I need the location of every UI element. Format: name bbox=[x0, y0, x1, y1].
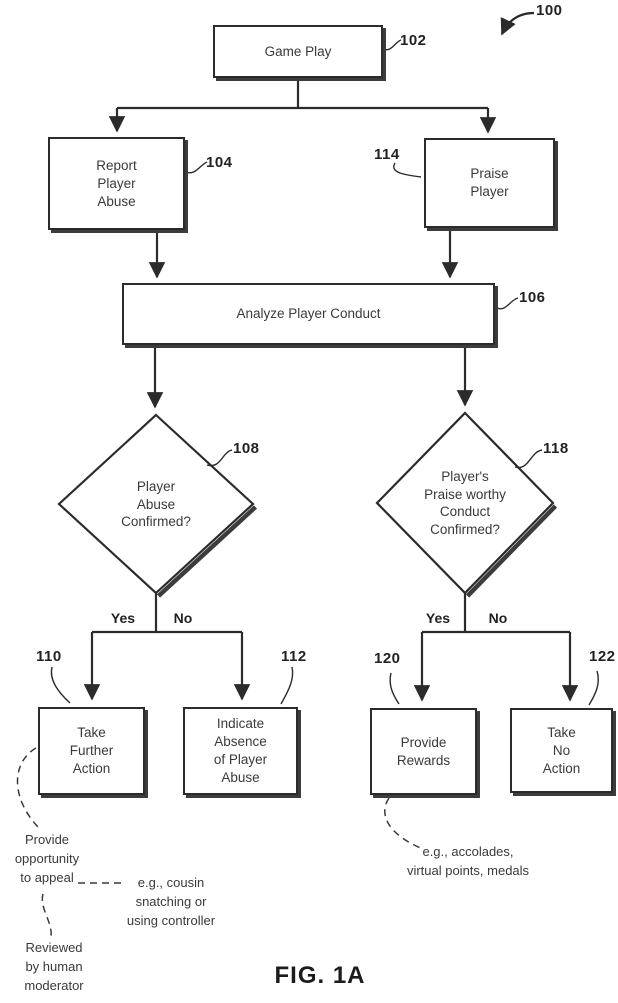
node-provide-rewards: Provide Rewards bbox=[370, 708, 477, 795]
leader-108 bbox=[206, 449, 233, 467]
label-praise-confirmed: Player's Praise worthy Conduct Confirmed… bbox=[424, 469, 506, 537]
dashed-annotation-lines bbox=[16, 747, 424, 938]
ref-118: 118 bbox=[543, 440, 569, 457]
leader-114 bbox=[393, 162, 422, 178]
node-take-no-action: Take No Action bbox=[510, 708, 613, 793]
node-analyze-player-conduct: Analyze Player Conduct bbox=[122, 283, 495, 345]
decision-diamonds bbox=[57, 411, 555, 595]
node-report-player-abuse: Report Player Abuse bbox=[48, 137, 185, 230]
leader-110 bbox=[50, 666, 71, 704]
ref-102: 102 bbox=[400, 32, 427, 49]
ref-114: 114 bbox=[374, 146, 400, 163]
ref-100-arrow bbox=[500, 11, 535, 36]
diamond-shadows bbox=[156, 504, 558, 598]
dashed-rewards-to-examples bbox=[384, 797, 424, 850]
ref-leader-lines bbox=[50, 39, 599, 706]
leader-104 bbox=[185, 161, 208, 174]
note-reviewed-by-human-moderator: Reviewed by human moderator bbox=[24, 940, 84, 993]
dashed-appeal-curve bbox=[16, 747, 39, 828]
praise-diamond-shadow bbox=[465, 504, 558, 598]
note-abuse-examples: e.g., cousin snatching or using controll… bbox=[126, 875, 216, 928]
ref-100: 100 bbox=[536, 2, 563, 19]
leader-102 bbox=[382, 39, 402, 51]
abuse-branch-line bbox=[92, 593, 242, 634]
node-praise-player: Praise Player bbox=[424, 138, 555, 228]
ref-110: 110 bbox=[36, 648, 62, 665]
leader-122 bbox=[588, 670, 599, 706]
note-provide-opportunity-to-appeal: Provide opportunity to appeal bbox=[14, 832, 80, 885]
node-take-further-action: Take Further Action bbox=[38, 707, 145, 795]
branch-abuse-yes: Yes bbox=[110, 610, 136, 626]
leader-118 bbox=[514, 449, 543, 469]
ref-108: 108 bbox=[233, 440, 260, 457]
branch-praise-no: No bbox=[488, 610, 508, 626]
dashed-appeal-to-moderator bbox=[41, 893, 52, 938]
note-reward-examples: e.g., accolades, virtual points, medals bbox=[406, 844, 530, 878]
connector-lines bbox=[92, 78, 570, 634]
abuse-diamond-shadow bbox=[156, 505, 258, 598]
node-indicate-absence: Indicate Absence of Player Abuse bbox=[183, 707, 298, 795]
ref-106: 106 bbox=[519, 289, 546, 306]
connector-arrows bbox=[83, 11, 579, 702]
gameplay-split-line bbox=[117, 78, 488, 110]
node-game-play: Game Play bbox=[213, 25, 383, 78]
praise-branch-line bbox=[422, 593, 570, 634]
branch-praise-yes: Yes bbox=[425, 610, 451, 626]
leader-112 bbox=[280, 666, 294, 705]
branch-abuse-no: No bbox=[173, 610, 193, 626]
ref-104: 104 bbox=[206, 154, 233, 171]
figure-caption: FIG. 1A bbox=[274, 962, 366, 989]
ref-112: 112 bbox=[281, 648, 307, 665]
leader-106 bbox=[496, 297, 519, 310]
ref-120: 120 bbox=[374, 650, 401, 667]
leader-120 bbox=[389, 672, 400, 705]
label-abuse-confirmed: Player Abuse Confirmed? bbox=[121, 479, 191, 530]
ref-122: 122 bbox=[589, 648, 616, 665]
